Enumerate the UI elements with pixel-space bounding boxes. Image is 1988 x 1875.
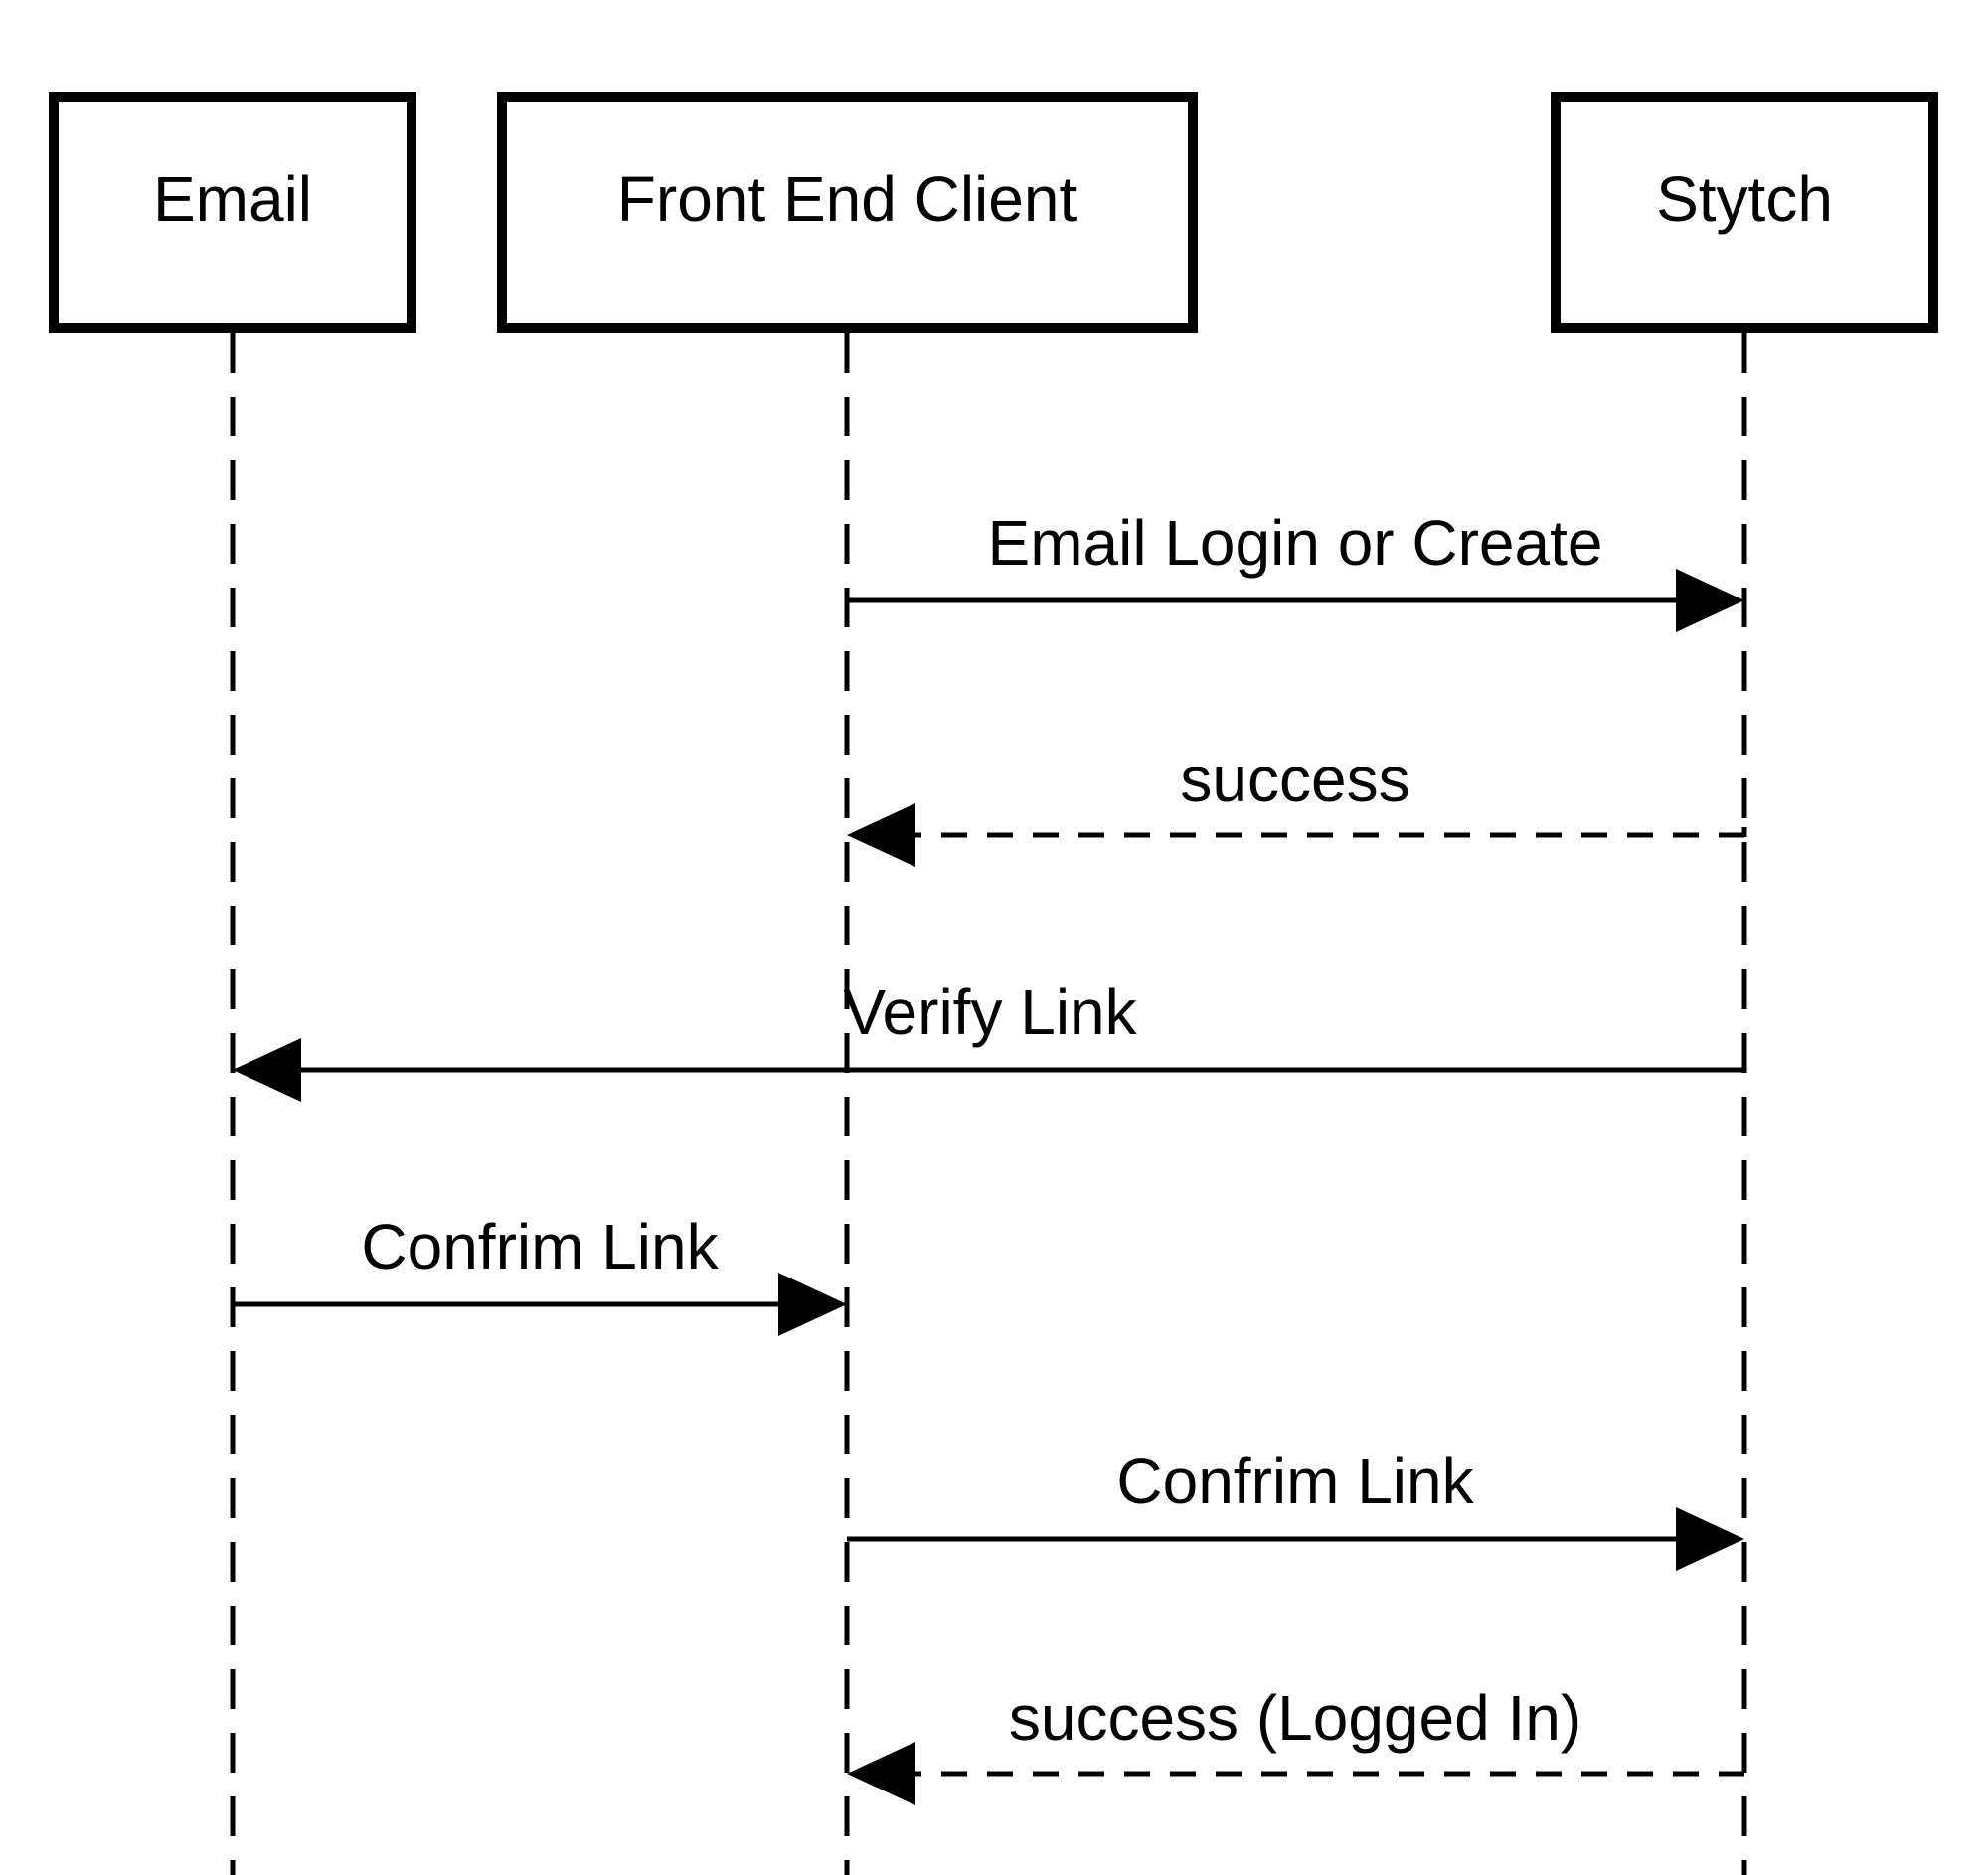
- arrowhead-left-icon: [233, 1038, 301, 1102]
- message-success: success: [847, 744, 1747, 867]
- participant-front-end-client-box: [497, 92, 1198, 333]
- message-success-logged-in-label: success (Logged In): [1009, 1682, 1581, 1754]
- message-confrim-link-to-stytch: Confrim Link: [847, 1446, 1744, 1571]
- message-success-label: success: [1180, 744, 1409, 815]
- message-confrim-link-to-client: Confrim Link: [233, 1211, 847, 1336]
- participant-email-label: Email: [153, 163, 312, 235]
- participant-stytch-label: Stytch: [1656, 163, 1833, 235]
- message-verify-link: Verify Link: [233, 976, 1744, 1102]
- participant-stytch-box: [1551, 92, 1938, 333]
- message-verify-link-label: Verify Link: [843, 976, 1137, 1048]
- participant-stytch: Stytch: [1551, 92, 1938, 333]
- message-confrim-link-to-client-label: Confrim Link: [361, 1211, 719, 1282]
- participant-email: Email: [49, 92, 416, 333]
- participant-front-end-client: Front End Client: [497, 92, 1198, 333]
- arrowhead-right-icon: [1676, 569, 1744, 632]
- message-success-logged-in: success (Logged In): [847, 1682, 1744, 1805]
- message-email-login-or-create-label: Email Login or Create: [988, 507, 1603, 579]
- participant-email-box: [49, 92, 416, 333]
- arrowhead-left-icon: [847, 803, 915, 867]
- arrowhead-right-icon: [1676, 1507, 1744, 1571]
- participant-front-end-client-label: Front End Client: [617, 163, 1077, 235]
- message-confrim-link-to-stytch-label: Confrim Link: [1116, 1446, 1474, 1517]
- arrowhead-right-icon: [778, 1273, 847, 1336]
- arrowhead-left-icon: [847, 1742, 915, 1805]
- message-email-login-or-create: Email Login or Create: [847, 507, 1744, 632]
